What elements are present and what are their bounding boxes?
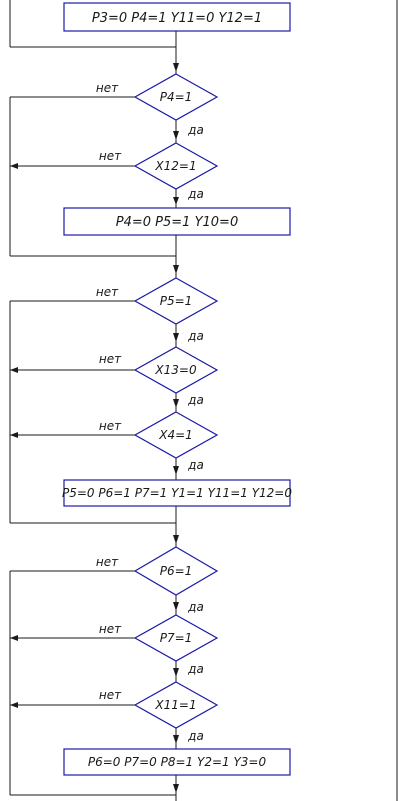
flow-arrow [173,535,179,544]
yes-label: да [187,393,204,407]
no-label: нет [96,555,119,569]
flow-arrow [173,784,179,793]
decision-d1-text: P4=1 [160,90,193,104]
decision-d8-text: X11=1 [154,698,196,712]
flow-arrow [173,399,179,408]
action-box-1-text: P3=0 P4=1 Y11=0 Y12=1 [92,11,262,26]
flow-arrow [173,63,179,72]
yes-label: да [187,123,204,137]
decision-d2-text: X12=1 [154,159,196,173]
action-box-3 [63,479,291,507]
decision-d7-text: P7=1 [160,631,193,645]
flow-arrow [173,333,179,342]
flow-arrow [10,163,18,169]
flow-arrow [173,668,179,677]
decision-d3-text: P5=1 [160,294,193,308]
yes-label: да [187,600,204,614]
decision-d6-text: P6=1 [160,564,193,578]
flow-arrow [173,466,179,475]
flow-arrow [173,265,179,274]
action-box-4-text: P6=0 P7=0 P8=1 Y2=1 Y3=0 [88,755,267,769]
flow-arrow [10,702,18,708]
no-label: нет [99,688,122,702]
yes-label: да [187,729,204,743]
action-box-4 [63,748,291,776]
no-label: нет [99,622,122,636]
no-label: нет [96,81,119,95]
decision-d5-text: X4=1 [158,428,193,442]
flow-arrow [10,367,18,373]
flow-arrow [173,602,179,611]
yes-label: да [187,329,204,343]
flow-arrow [10,635,18,641]
decision-d4-text: X13=0 [154,363,197,377]
yes-label: да [187,662,204,676]
flow-arrow [173,197,179,205]
yes-label: да [187,187,204,201]
action-box-2 [63,207,291,236]
no-label: нет [99,149,122,163]
no-label: нет [99,352,122,366]
action-box-2-text: P4=0 P5=1 Y10=0 [116,215,238,230]
no-label: нет [96,285,119,299]
flow-arrow [173,735,179,744]
action-box-3-text: P5=0 P6=1 P7=1 Y1=1 Y11=1 Y12=0 [62,486,292,500]
no-label: нет [99,419,122,433]
yes-label: да [187,458,204,472]
flow-arrow [173,131,179,140]
flow-arrow [10,432,18,438]
action-box-1 [63,2,291,32]
